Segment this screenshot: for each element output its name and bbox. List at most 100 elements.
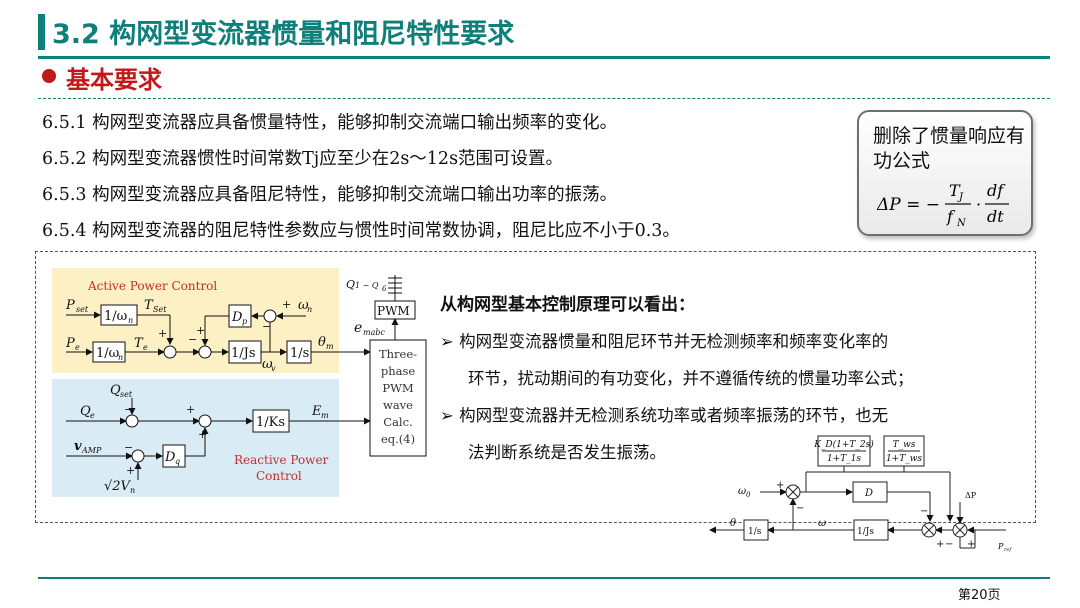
omega-v-sub: v [271,364,276,373]
title-divider [38,56,1050,59]
theta-m-sub: m [326,342,334,351]
tf1-denominator: 1+T_1s [827,454,861,464]
dq-sub: q [175,457,180,466]
dq-block: D [164,450,176,465]
omega-symbol: ω [818,518,826,529]
requirement-6-5-4: 6.5.4 构网型变流器的阻尼特性参数应与惯性时间常数协调，阻尼比应不小于0.3… [42,221,680,241]
sqrt-vn-sub: n [130,486,135,495]
p-set-symbol: P [65,298,75,313]
q-e-sub: e [90,411,95,420]
arrow-bullet-icon: ➢ [440,406,460,425]
calc-line-3: PWM [382,381,414,395]
calc-line-4: wave [383,398,413,412]
svg-text:−: − [188,333,197,346]
q-set-sub: set [120,390,133,399]
svg-text:−: − [124,441,133,454]
explanation-heading: 从构网型基本控制原理可以看出： [440,295,695,315]
t-e-sub: e [143,343,148,352]
requirement-6-5-1: 6.5.1 构网型变流器应具备惯量特性，能够抑制交流端口输出频率的变化。 [42,113,618,133]
svg-text:−: − [920,506,928,517]
diagram-frame [35,251,1036,523]
formula-den-dt: dt [987,207,1004,226]
arrow-bullet-icon: ➢ [440,332,460,351]
svg-text:−: − [945,539,953,550]
inv-ks-block: 1/Ks [256,415,285,430]
e-mabc-symbol: e [354,320,362,336]
svg-text:+: + [186,403,195,416]
svg-text:+: + [196,324,205,337]
reactive-power-label-2: Control [256,469,302,483]
p-set-sub: set [76,305,89,314]
calc-line-1: Three- [379,347,417,361]
footer-divider [38,577,1050,579]
p-ref-sub: ref [1004,547,1012,553]
formula-num-t: T [949,181,961,200]
omega0-sub: 0 [746,491,751,499]
q-set-symbol: Q [110,383,121,398]
formula-sub-j: J [957,192,964,203]
active-power-label: Active Power Control [88,279,218,293]
inv-omega-sub-1: n [128,316,133,325]
explanation-bullet-2: ➢ 构网型变流器并无检测系统功率或者频率振荡的环节，也无 法判断系统是否发生振荡… [440,406,889,462]
calc-line-5: Calc. [383,415,412,429]
inv-omega-block-2: 1/ω [96,346,119,361]
svg-text:+: + [198,428,207,441]
calc-line-6: eq.(4) [381,432,415,446]
svg-text:+: + [967,539,975,550]
calc-line-2: phase [381,364,416,378]
svg-text:+: + [158,327,167,340]
inv-js-block: 1/Js [231,346,256,361]
callout-text: 删除了惯量响应有功公式 [873,125,1026,172]
formula-lhs: ΔP = − [877,195,940,215]
q-range-text: 1 ~ Q [355,281,379,290]
svg-text:+: + [776,480,784,491]
reactive-power-label-1: Reactive Power [234,453,329,467]
p-e-symbol: P [65,336,75,351]
inertia-power-formula: ΔP = − T J f N · df dt [876,178,1027,235]
theta-symbol: θ [730,518,736,529]
omega0-symbol: ω [738,486,746,497]
formula-den-f: f [946,207,956,226]
p-e-sub: e [75,343,80,352]
e-mabc-sub: mabc [363,328,385,337]
dp-sub: p [242,317,247,326]
sqrt-vn-symbol: √2V [104,479,132,494]
q6-sub: 6 [382,285,387,293]
svg-text:+: + [936,539,944,550]
v-amp-sub: AMP [81,446,102,455]
t-e-symbol: T [134,336,144,351]
q-e-symbol: Q [80,404,91,419]
requirement-6-5-2: 6.5.2 构网型变流器惯性时间常数Tj应至少在2s～12s范围可设置。 [42,149,564,169]
svg-text:+: + [126,464,135,477]
svg-text:−: − [796,503,804,514]
requirement-6-5-3: 6.5.3 构网型变流器应具备阻尼特性，能够抑制交流端口输出功率的振荡。 [42,185,618,205]
theta-m-symbol: θ [318,335,326,350]
inv-omega-sub-2: n [118,353,123,362]
dp-block: D [231,310,243,325]
page-number: 第20页 [958,588,1001,603]
title-accent-bar [38,14,45,50]
d-block: D [864,488,873,499]
p-ref-symbol: P [997,542,1004,551]
svg-text:−: − [262,320,271,333]
svg-text:−: − [124,403,133,416]
inv-s-block-right: 1/s [748,527,762,537]
q-range-symbol: Q [346,278,355,291]
omega-n-symbol: ω [298,298,309,313]
omega-v-symbol: ω [262,357,273,372]
callout-box: 删除了惯量响应有功公式 ΔP = − T J f N · df dt [857,110,1033,236]
e-m-symbol: E [311,404,322,419]
explanation-bullet-1: ➢ 构网型变流器惯量和阻尼环节并无检测频率和频率变化率的 环节，扰动期间的有功变… [440,332,914,388]
inv-js-block-right: 1/Js [857,527,874,537]
delta-p-symbol: ΔP [965,491,977,500]
section-subtitle: 基本要求 [66,66,162,94]
inv-omega-block-1: 1/ω [104,309,127,324]
formula-dot: · [976,195,981,214]
t-set-symbol: T [144,298,154,313]
page-title: 3.2 构网型变流器惯量和阻尼特性要求 [52,19,515,50]
bullet-dot-icon [42,69,56,83]
e-m-sub: m [321,411,329,420]
pwm-block: PWM [377,304,410,318]
